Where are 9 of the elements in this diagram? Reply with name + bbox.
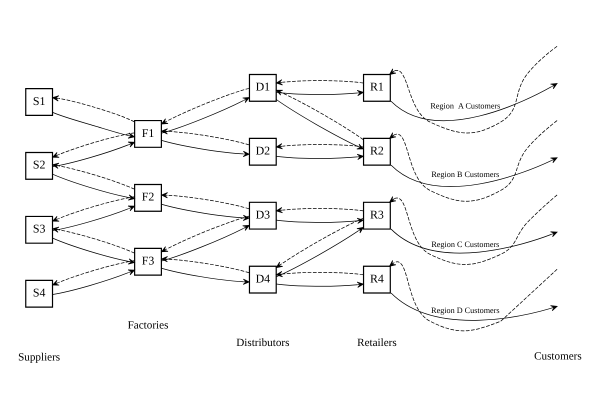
label: Suppliers	[18, 350, 60, 363]
label: Distributors	[236, 336, 290, 349]
edge-label: Region B Customers	[431, 169, 500, 178]
edge-label: Region A Customers	[430, 101, 500, 110]
label: Retailers	[357, 336, 397, 349]
edge-label: Region C Customers	[431, 239, 500, 248]
edge-label: Region D Customers	[431, 305, 500, 314]
label: Customers	[534, 350, 582, 362]
label: Factories	[128, 318, 168, 331]
